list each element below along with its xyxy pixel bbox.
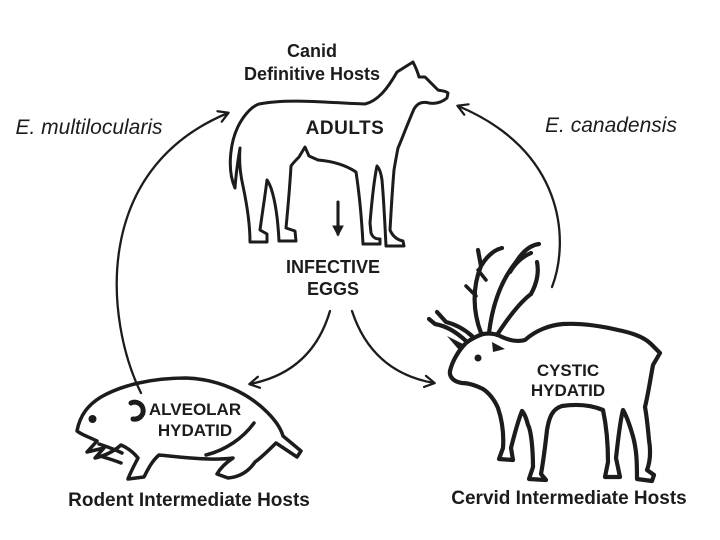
cervid-hosts-caption: Cervid Intermediate Hosts xyxy=(451,488,687,509)
adults-stage-label: ADULTS xyxy=(305,118,385,139)
rodent-hosts-caption: Rodent Intermediate Hosts xyxy=(68,490,310,511)
vole-outline xyxy=(75,376,303,481)
cystic-hydatid-line1: CYSTIC xyxy=(536,361,600,380)
infective-eggs-line2: EGGS xyxy=(306,279,360,299)
caribou-eye xyxy=(474,354,482,362)
infective-eggs-line1: INFECTIVE xyxy=(285,257,381,277)
canid-hosts-title-line1: Canid xyxy=(286,41,337,61)
species-e-canadensis-label: E. canadensis xyxy=(545,114,677,137)
alveolar-hydatid-label: ALVEOLAR HYDATID xyxy=(149,399,241,441)
dog-silhouette xyxy=(228,60,450,248)
cystic-hydatid-line2: HYDATID xyxy=(530,381,606,400)
cystic-hydatid-label: CYSTIC HYDATID xyxy=(531,361,605,401)
caribou-antlers xyxy=(426,241,542,344)
arrow-eggs-to-cervid xyxy=(350,309,436,389)
dog-outline xyxy=(228,60,450,248)
canid-hosts-title-line2: Definitive Hosts xyxy=(243,64,381,84)
vole-haunch-line xyxy=(204,421,256,457)
cycle-arrows xyxy=(115,103,561,395)
arrow-rodent-to-canid-multilocularis xyxy=(115,110,230,395)
arrow-cervid-to-canid-canadensis xyxy=(456,103,561,289)
alveolar-hydatid-line2: HYDATID xyxy=(157,421,233,440)
arrow-eggs-to-rodent xyxy=(248,309,332,389)
vole-mouth-detail xyxy=(97,442,124,465)
caribou-outline xyxy=(447,321,663,484)
vole-ear xyxy=(128,399,146,422)
caribou-silhouette xyxy=(426,241,663,484)
caribou-ear-left xyxy=(447,336,463,350)
vole-silhouette xyxy=(75,376,303,481)
species-e-multilocularis-label: E. multilocularis xyxy=(15,116,163,139)
caribou-ear-right xyxy=(492,342,505,352)
alveolar-hydatid-line1: ALVEOLAR xyxy=(148,400,242,419)
vole-eye xyxy=(88,415,97,423)
canid-hosts-title: Canid Definitive Hosts xyxy=(244,40,380,86)
infective-eggs-label: INFECTIVE EGGS xyxy=(286,256,380,300)
